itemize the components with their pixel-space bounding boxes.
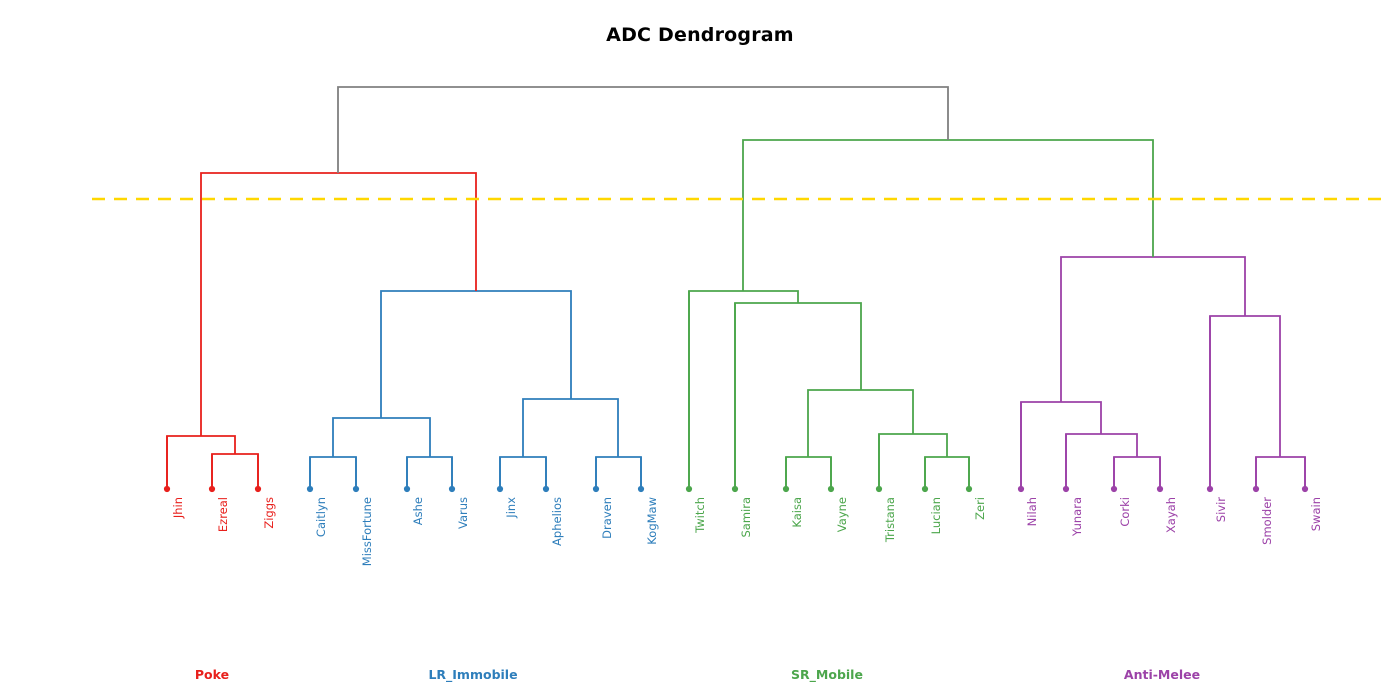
leaf-label-varus: Varus <box>456 497 470 530</box>
leaf-marker-dot <box>875 485 883 493</box>
leaf-label-smolder: Smolder <box>1260 497 1274 545</box>
leaf-label-caitlyn: Caitlyn <box>314 497 328 538</box>
leaf-marker-dot <box>163 485 171 493</box>
dendrogram-link <box>734 302 862 489</box>
page-title: ADC Dendrogram <box>606 24 794 46</box>
leaf-marker-dot <box>254 485 262 493</box>
leaf-label-kogmaw: KogMaw <box>645 497 659 545</box>
leaf-marker-dot <box>1017 485 1025 493</box>
leaf-label-vayne: Vayne <box>835 497 849 533</box>
dendrogram-link <box>807 389 914 457</box>
leaf-marker-dot <box>496 485 504 493</box>
dendrogram-link <box>878 433 948 489</box>
leaf-label-jhin: Jhin <box>171 497 185 519</box>
leaf-marker-dot <box>592 485 600 493</box>
leaf-label-twitch: Twitch <box>693 497 707 533</box>
leaf-label-corki: Corki <box>1118 497 1132 527</box>
cluster-label-sr_mobile: SR_Mobile <box>791 667 863 682</box>
leaf-marker-dot <box>448 485 456 493</box>
leaf-label-ezreal: Ezreal <box>216 497 230 533</box>
leaf-label-ashe: Ashe <box>411 497 425 526</box>
leaf-label-missfortune: MissFortune <box>360 497 374 567</box>
dendrogram-link <box>1020 401 1102 489</box>
dendrogram-link <box>211 453 259 489</box>
cluster-label-anti-melee: Anti-Melee <box>1123 667 1201 682</box>
leaf-marker-dot <box>1206 485 1214 493</box>
leaf-marker-dot <box>306 485 314 493</box>
leaf-label-samira: Samira <box>739 497 753 538</box>
leaf-label-nilah: Nilah <box>1025 497 1039 527</box>
dendrogram-links <box>166 86 1306 489</box>
leaf-label-draven: Draven <box>600 497 614 539</box>
leaf-marker-dot <box>352 485 360 493</box>
dendrogram-link <box>1255 456 1306 489</box>
dendrogram-link <box>406 456 453 489</box>
leaf-marker-dot <box>685 485 693 493</box>
leaf-marker-dot <box>403 485 411 493</box>
dendrogram-link <box>1060 256 1246 402</box>
leaf-marker-dot <box>921 485 929 493</box>
dendrogram-link <box>337 86 949 173</box>
dendrogram-link <box>924 456 970 489</box>
leaf-label-swain: Swain <box>1309 497 1323 532</box>
leaf-label-sivir: Sivir <box>1214 497 1228 523</box>
dendrogram-link <box>1113 456 1161 489</box>
leaf-marker-dot <box>542 485 550 493</box>
leaf-label-aphelios: Aphelios <box>550 497 564 546</box>
leaf-marker-dot <box>208 485 216 493</box>
leaf-marker-dot <box>1301 485 1309 493</box>
leaf-marker-dot <box>1110 485 1118 493</box>
dendrogram-link <box>166 435 236 489</box>
leaf-label-ziggs: Ziggs <box>262 497 276 529</box>
leaf-label-zeri: Zeri <box>973 497 987 520</box>
dendrogram-leaf-stems <box>166 291 1306 489</box>
dendrogram-link <box>595 456 642 489</box>
leaf-marker-dot <box>782 485 790 493</box>
leaf-label-lucian: Lucian <box>929 497 943 535</box>
leaf-marker-dot <box>637 485 645 493</box>
leaf-label-kaisa: Kaisa <box>790 497 804 528</box>
leaf-marker-dot <box>1062 485 1070 493</box>
dendrogram-link <box>499 456 547 489</box>
dendrogram-link <box>1209 315 1281 489</box>
dendrogram-link <box>522 398 619 457</box>
leaf-label-xayah: Xayah <box>1164 497 1178 534</box>
dendrogram-link <box>332 417 431 457</box>
dendrogram-link <box>1065 433 1138 489</box>
leaf-label-jinx: Jinx <box>504 497 518 518</box>
cluster-label-lr_immobile: LR_Immobile <box>428 667 518 682</box>
dendrogram-link <box>309 456 357 489</box>
leaf-marker-dot <box>1156 485 1164 493</box>
leaf-marker-dot <box>1252 485 1260 493</box>
cluster-label-poke: Poke <box>194 667 230 682</box>
dendrogram-link <box>688 290 799 489</box>
leaf-label-tristana: Tristana <box>883 497 897 543</box>
dendrogram-link <box>742 139 1154 291</box>
dendrogram-link <box>200 172 477 436</box>
leaf-label-yunara: Yunara <box>1070 497 1084 537</box>
dendrogram-leaf-dots <box>163 485 1309 493</box>
leaf-marker-dot <box>731 485 739 493</box>
dendrogram-link <box>785 456 832 489</box>
leaf-marker-dot <box>965 485 973 493</box>
leaf-marker-dot <box>827 485 835 493</box>
